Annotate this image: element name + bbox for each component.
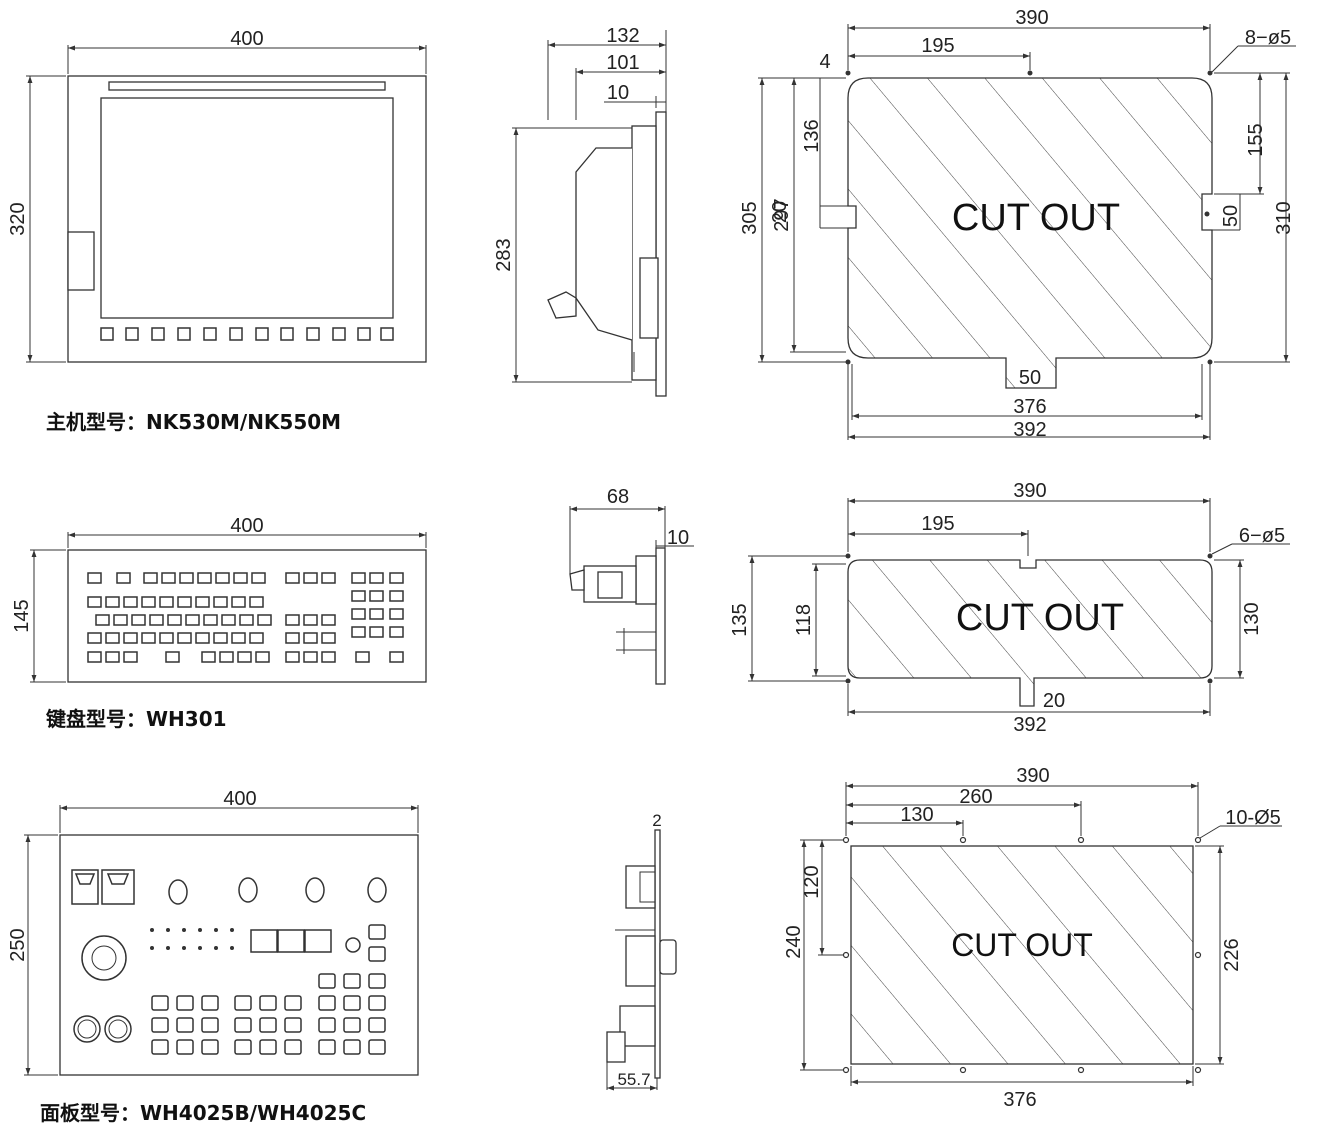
panel-front-width-dim: 400 [223, 788, 256, 810]
host-cutout-left-notch-dim: 20 [769, 201, 791, 223]
host-side-flange-dim: 10 [607, 82, 629, 104]
host-cutout-right-outer-dim: 310 [1273, 201, 1295, 234]
keyboard-cutout-right-outer-dim: 130 [1241, 602, 1263, 635]
emergency-stop [81, 935, 127, 981]
host-cutout-bottom-inner-dim: 376 [1013, 396, 1046, 418]
panel-cutout-left-outer-dim: 240 [783, 925, 805, 958]
host-cutout-left-inner-dim: 297 [771, 198, 793, 231]
host-softkey-row [100, 327, 394, 341]
panel-side-flange-dim: 2 [652, 811, 661, 830]
keyboard-cutout-bottom-outer-dim: 392 [1013, 714, 1046, 736]
keyboard-front-width-dim: 400 [230, 515, 263, 537]
host-cutout: CUT OUT 390 195 4 8−ø5 305 297 136 20 31… [739, 7, 1296, 441]
host-front-height-dim: 320 [7, 202, 29, 235]
panel-cutout-mid-dim: 260 [959, 786, 992, 808]
host-side-height-dim: 283 [493, 238, 515, 271]
usb-ports [71, 869, 135, 905]
panel-cutout-bottom-dim: 376 [1003, 1089, 1036, 1111]
keyboard-cutout: CUT OUT 390 195 6−ø5 135 118 130 20 392 [729, 480, 1290, 736]
rotary-switches [168, 877, 387, 905]
host-cutout-left-outer-dim: 305 [739, 201, 761, 234]
panel-front-view: 400 250 [7, 788, 419, 1076]
panel-cutout-width-top-dim: 390 [1016, 765, 1049, 787]
panel-cutout: CUT OUT 390 260 130 10-Ø5 240 120 226 37… [783, 765, 1282, 1111]
host-cutout-half-dim: 195 [921, 35, 954, 57]
panel-cutout-label: CUT OUT [951, 927, 1093, 963]
panel-side-depth-dim: 55.7 [617, 1070, 650, 1089]
panel-front-height-dim: 250 [7, 928, 29, 961]
keyboard-cutout-width-top-dim: 390 [1013, 480, 1046, 502]
panel-cutout-left-upper-dim: 120 [801, 865, 823, 898]
keyboard-keys [87, 572, 404, 663]
host-front-width-dim: 400 [230, 28, 263, 50]
keyboard-cutout-bottom-notch-dim: 20 [1043, 690, 1065, 712]
key-switch [345, 937, 361, 953]
host-cutout-width-top-dim: 390 [1015, 7, 1048, 29]
keyboard-side-depth-dim: 68 [607, 486, 629, 508]
host-side-depth-body-dim: 101 [606, 52, 639, 74]
host-cutout-bottom-outer-dim: 392 [1013, 419, 1046, 441]
indicator-leds [150, 928, 234, 950]
host-cutout-right-upper-dim: 155 [1245, 123, 1267, 156]
panel-cutout-right-inner-dim: 226 [1221, 938, 1243, 971]
panel-side-view: 55.7 2 [606, 811, 677, 1091]
host-cutout-label: CUT OUT [952, 197, 1120, 239]
panel-cutout-holes-dim: 10-Ø5 [1225, 807, 1281, 829]
display-windows [250, 929, 332, 953]
keyboard-model-caption: 键盘型号：WH301 [46, 707, 227, 731]
keyboard-front-view: 400 145 [11, 515, 427, 683]
keyboard-side-view: 68 10 [569, 486, 694, 685]
keyboard-cutout-half-dim: 195 [921, 513, 954, 535]
host-cutout-left-upper-dim: 136 [801, 119, 823, 152]
host-model-caption: 主机型号：NK530M/NK550M [46, 410, 342, 434]
keyboard-front-height-dim: 145 [11, 599, 33, 632]
keyboard-cutout-label: CUT OUT [956, 597, 1124, 639]
host-side-depth-total-dim: 132 [606, 25, 639, 47]
host-cutout-bottom-notch-dim: 50 [1019, 367, 1041, 389]
host-side-view: 132 101 10 283 [493, 25, 667, 397]
panel-cutout-left-dim: 130 [900, 804, 933, 826]
panel-keys [151, 924, 386, 1055]
keyboard-cutout-left-outer-dim: 135 [729, 603, 751, 636]
host-front-view: 400 320 [7, 28, 427, 363]
keyboard-cutout-left-inner-dim: 118 [793, 604, 815, 636]
keyboard-side-flange-dim: 10 [667, 527, 689, 549]
host-cutout-holes-dim: 8−ø5 [1245, 27, 1291, 49]
host-cutout-offset-dim: 4 [819, 51, 830, 73]
panel-model-caption: 面板型号：WH4025B/WH4025C [40, 1101, 367, 1125]
keyboard-cutout-holes-dim: 6−ø5 [1239, 525, 1285, 547]
host-cutout-right-notch-dim: 50 [1220, 205, 1242, 227]
